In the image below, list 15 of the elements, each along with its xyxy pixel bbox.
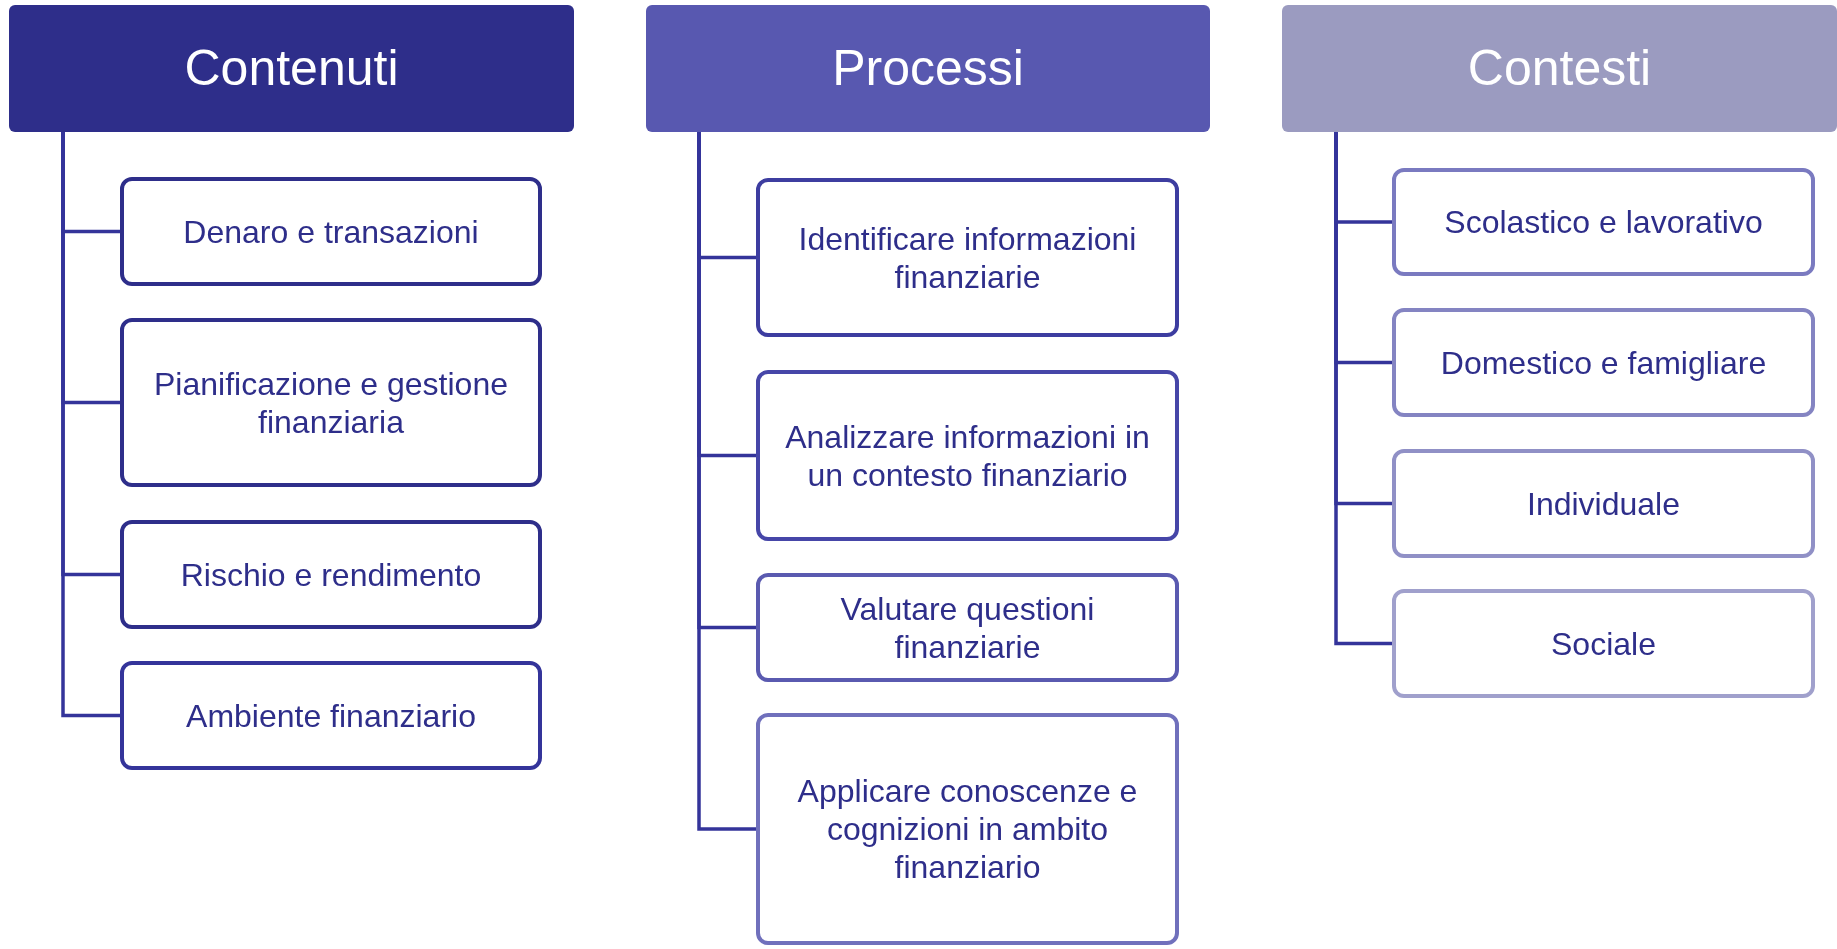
item-box: Applicare conoscenze e cognizioni in ambito finanziario bbox=[756, 713, 1179, 945]
item-box: Ambiente finanziario bbox=[120, 661, 542, 770]
category-header: Processi bbox=[646, 5, 1210, 132]
item-box: Scolastico e lavorativo bbox=[1392, 168, 1815, 276]
item-box: Pianificazione e gestione finanziaria bbox=[120, 318, 542, 487]
item-box: Domestico e famigliare bbox=[1392, 308, 1815, 417]
item-box: Sociale bbox=[1392, 589, 1815, 698]
category-header: Contenuti bbox=[9, 5, 574, 132]
item-box: Individuale bbox=[1392, 449, 1815, 558]
item-box: Analizzare informazioni in un contesto finanziario bbox=[756, 370, 1179, 541]
category-header: Contesti bbox=[1282, 5, 1837, 132]
item-box: Identificare informazioni finanziarie bbox=[756, 178, 1179, 337]
item-box: Valutare questioni finanziarie bbox=[756, 573, 1179, 682]
item-box: Rischio e rendimento bbox=[120, 520, 542, 629]
item-box: Denaro e transazioni bbox=[120, 177, 542, 286]
